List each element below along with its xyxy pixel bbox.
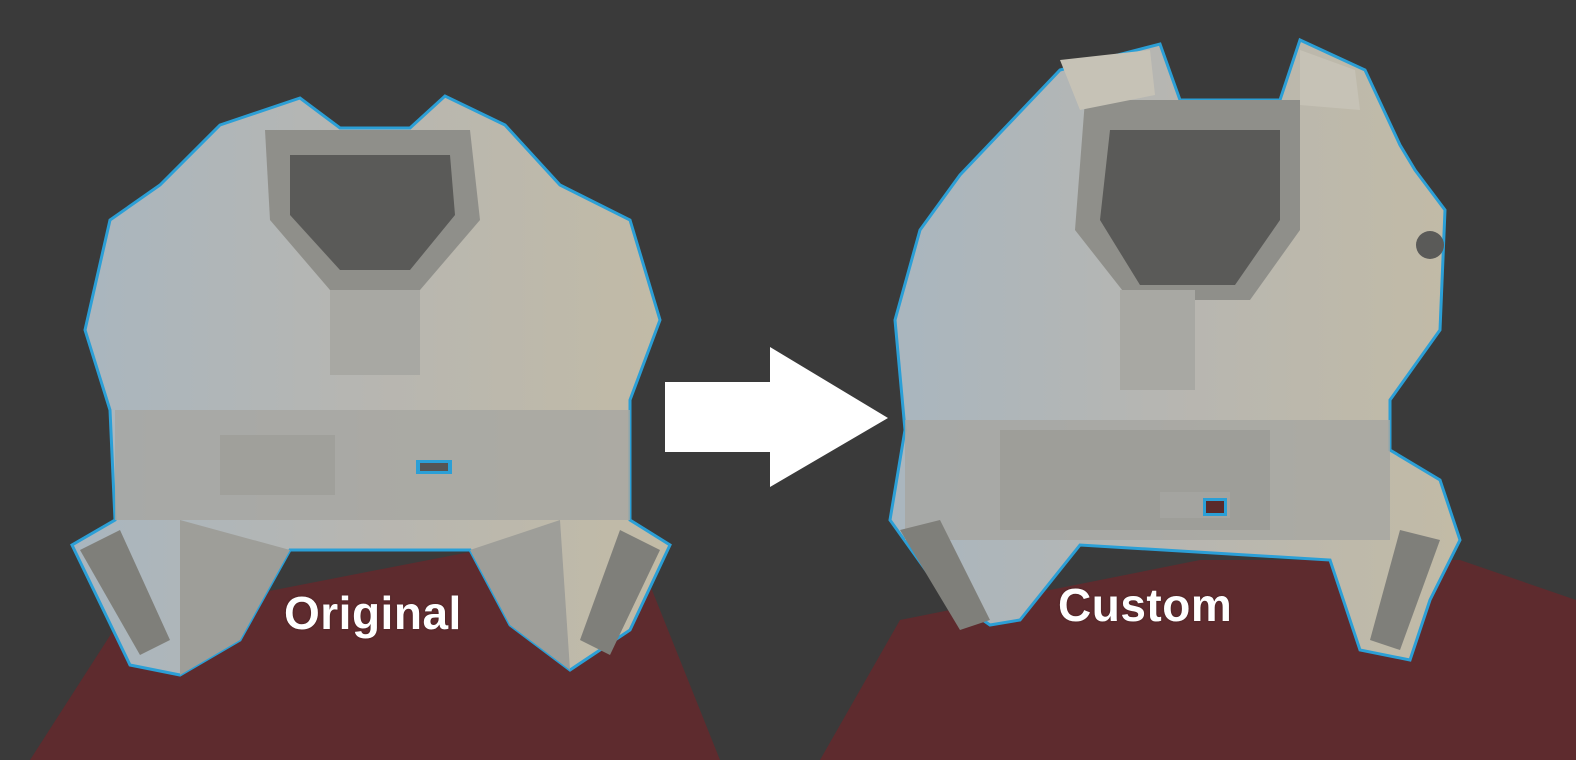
custom-label: Custom — [1058, 579, 1233, 631]
custom-model — [888, 37, 1462, 662]
original-model — [70, 94, 672, 677]
original-label: Original — [284, 587, 462, 639]
arrow-right-icon — [665, 347, 888, 487]
